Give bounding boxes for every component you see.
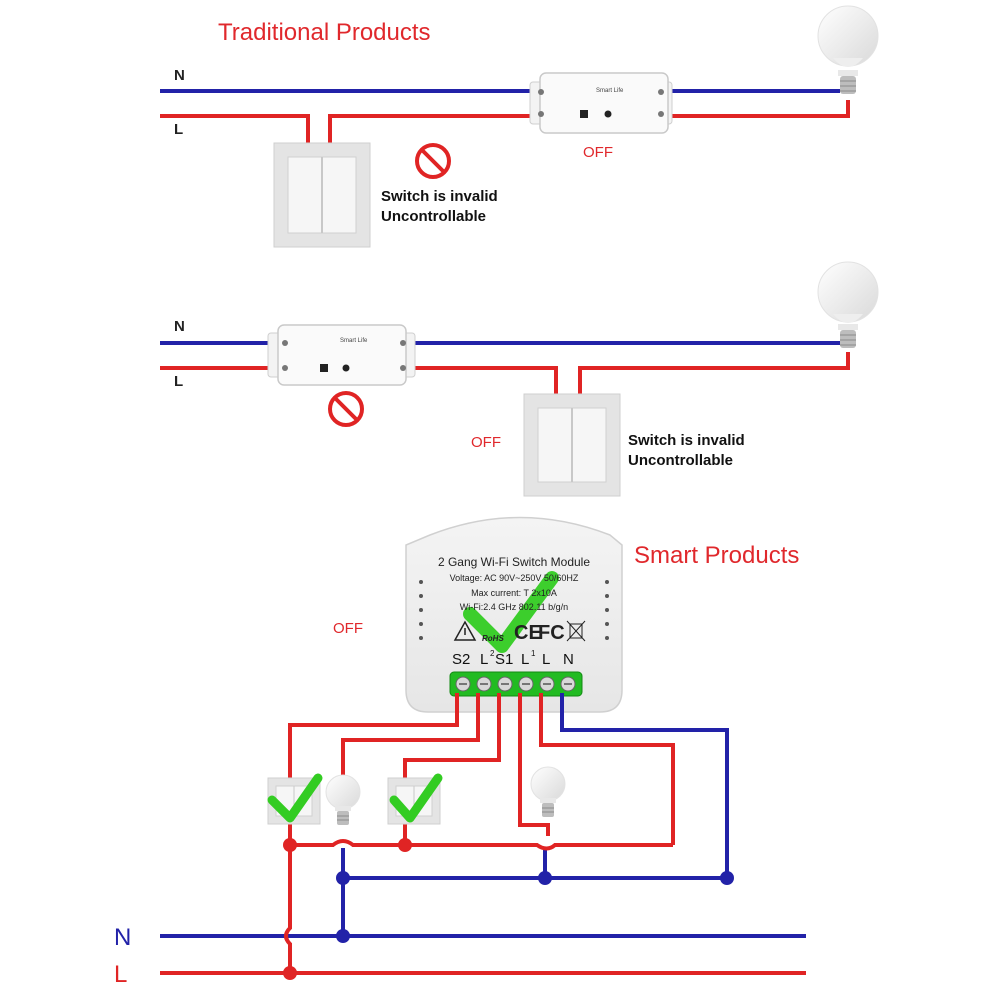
module-label-area: 2 Gang Wi-Fi Switch Module Voltage: AC 9… <box>406 552 622 672</box>
note-line-1: Switch is invalid <box>381 188 498 205</box>
light-bulb-icon <box>325 774 361 825</box>
switch-invalid-note: Switch is invalid Uncontrollable <box>381 187 498 227</box>
neutral-label: N <box>174 318 185 335</box>
relay-module-icon: Smart Life <box>267 324 416 386</box>
wall-switch-icon <box>273 142 371 248</box>
neutral-label: N <box>174 67 185 84</box>
light-bulb-icon <box>817 261 879 348</box>
terminal-label-n: N <box>563 651 574 668</box>
section3-heading: Smart Products <box>634 542 800 569</box>
off-label: OFF <box>471 434 501 451</box>
switch-invalid-note: Switch is invalid Uncontrollable <box>628 431 745 471</box>
svg-text:Smart Life: Smart Life <box>340 338 368 344</box>
wall-switch-icon <box>523 393 621 497</box>
ce-mark: CE <box>514 622 542 644</box>
section1-wiring <box>160 89 850 148</box>
prohibited-icon <box>328 391 364 427</box>
live-label: L <box>174 121 184 138</box>
off-label: OFF <box>333 620 363 637</box>
module-title: 2 Gang Wi-Fi Switch Module <box>437 555 591 569</box>
check-mark-icon <box>267 773 323 823</box>
relay-module-icon: Smart Life <box>529 72 673 134</box>
terminal-label-s2: S2 <box>452 651 471 668</box>
junction-dots <box>283 838 734 980</box>
section3-wiring <box>160 693 806 975</box>
svg-text:Smart Life: Smart Life <box>596 88 624 94</box>
light-bulb-icon <box>817 5 879 94</box>
live-label: L <box>174 373 184 390</box>
module-current: Max current: T 2x10A <box>471 588 557 598</box>
terminal-label-l1: L <box>521 651 530 668</box>
switch-module-icon <box>405 516 623 713</box>
module-wifi: Wi-Fi:2.4 GHz 802.11 b/g/n <box>459 602 569 612</box>
live-wire <box>160 352 850 398</box>
live-wire <box>160 100 850 148</box>
check-mark-icon <box>389 773 443 823</box>
note-line-2: Uncontrollable <box>628 452 734 469</box>
fc-mark: FC <box>538 622 565 644</box>
terminal-label-s1: S1 <box>495 651 514 668</box>
prohibited-icon <box>415 143 451 179</box>
terminal-label-l2: L <box>480 651 489 668</box>
light-bulb-icon <box>530 766 566 817</box>
terminal-sup-2: 2 <box>490 649 495 658</box>
terminal-label-l: L <box>542 651 551 668</box>
bus-neutral-label: N <box>114 924 132 951</box>
bus-live-label: L <box>114 961 128 988</box>
terminal-sup-1: 1 <box>531 649 536 658</box>
section2-wiring <box>160 341 850 398</box>
section1-heading: Traditional Products <box>218 19 431 46</box>
check-mark-icon <box>463 571 559 653</box>
rohs-mark: RoHS <box>482 634 504 643</box>
note-line-2: Uncontrollable <box>381 208 487 225</box>
module-voltage: Voltage: AC 90V~250V 50/60HZ <box>449 573 579 583</box>
note-line-1: Switch is invalid <box>628 432 745 449</box>
off-label: OFF <box>583 144 613 161</box>
